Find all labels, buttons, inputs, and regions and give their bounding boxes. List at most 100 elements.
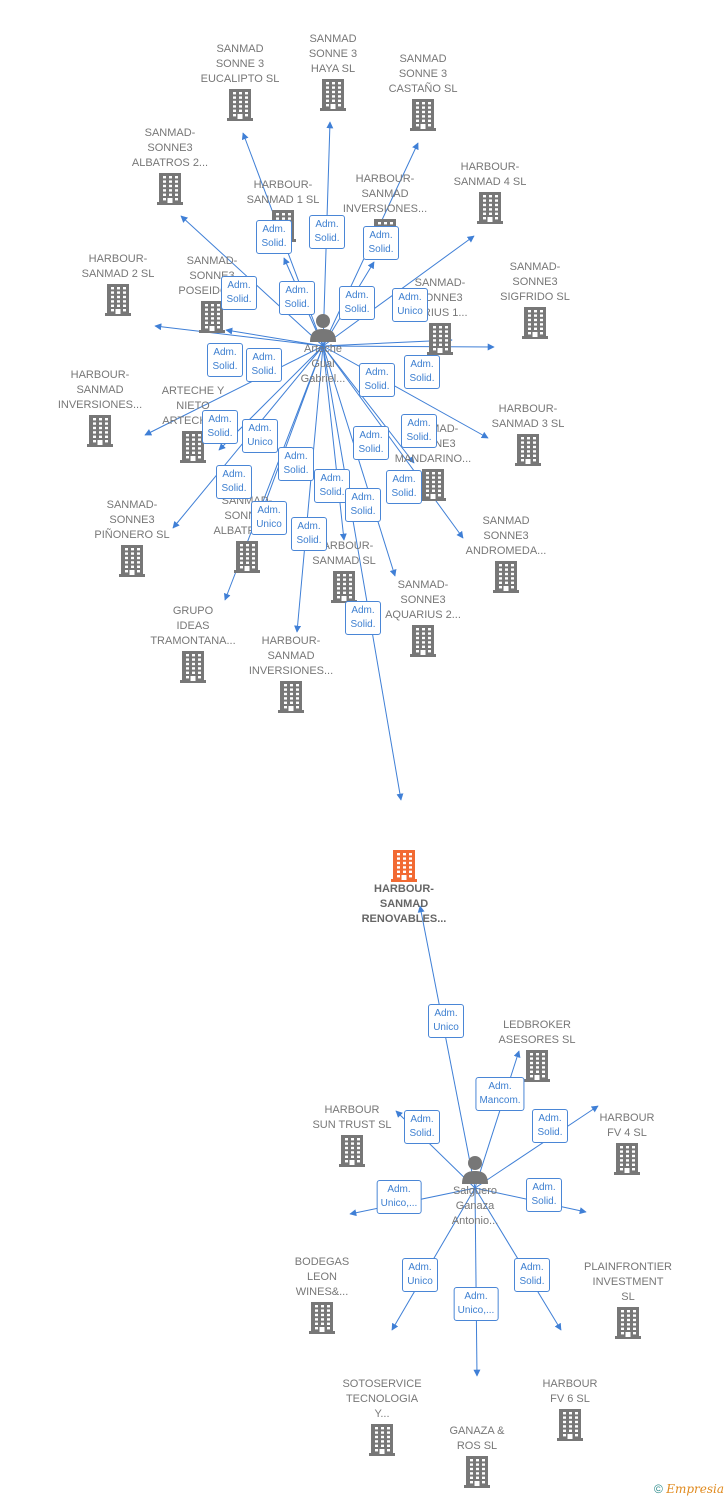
- company-node-c-andromeda[interactable]: SANMAD SONNE3 ANDROMEDA...: [441, 514, 571, 593]
- building-icon: [563, 1305, 693, 1339]
- company-node-c-hsinv2[interactable]: HARBOUR- SANMAD INVERSIONES...: [35, 368, 165, 447]
- footer-brand[interactable]: © Empresia: [654, 1482, 724, 1496]
- relation-role-label[interactable]: Adm. Unico,...: [453, 1287, 499, 1321]
- company-node-c-sigfrido[interactable]: SANMAD- SONNE3 SIGFRIDO SL: [470, 260, 600, 339]
- building-icon: [470, 305, 600, 339]
- building-icon: [505, 1407, 635, 1441]
- company-node-c-hs4[interactable]: HARBOUR- SANMAD 4 SL: [425, 160, 555, 224]
- building-icon: [287, 1133, 417, 1167]
- company-node-c-renovables[interactable]: HARBOUR- SANMAD RENOVABLES...: [339, 848, 469, 927]
- relation-edge: [154, 323, 324, 347]
- relation-role-label[interactable]: Adm. Solid.: [386, 470, 422, 504]
- company-node-c-hs2[interactable]: HARBOUR- SANMAD 2 SL: [53, 252, 183, 316]
- company-node-c-hs3[interactable]: HARBOUR- SANMAD 3 SL: [463, 402, 593, 466]
- relation-role-label[interactable]: Adm. Solid.: [279, 281, 315, 315]
- relation-role-label[interactable]: Adm. Solid.: [359, 363, 395, 397]
- building-icon: [279, 569, 409, 603]
- relation-role-label[interactable]: Adm. Solid.: [514, 1258, 550, 1292]
- relation-role-label[interactable]: Adm. Solid.: [526, 1178, 562, 1212]
- building-icon: [268, 77, 398, 111]
- relation-role-label[interactable]: Adm. Solid.: [401, 414, 437, 448]
- relation-role-label[interactable]: Adm. Solid.: [216, 465, 252, 499]
- company-node-c-castano[interactable]: SANMAD SONNE 3 CASTAÑO SL: [358, 52, 488, 131]
- relation-edge: [294, 345, 324, 633]
- building-icon: [128, 649, 258, 683]
- relation-role-label[interactable]: Adm. Solid.: [532, 1109, 568, 1143]
- building-icon: [128, 429, 258, 463]
- company-label: ARTECHE Y NIETO ARTECHE...: [161, 385, 225, 427]
- company-node-c-bodegas[interactable]: BODEGAS LEON WINES&...: [257, 1255, 387, 1334]
- relation-role-label[interactable]: Adm. Solid.: [278, 447, 314, 481]
- building-icon: [317, 1422, 447, 1456]
- building-icon: [441, 559, 571, 593]
- company-node-c-fv6[interactable]: HARBOUR FV 6 SL: [505, 1377, 635, 1441]
- company-node-c-haya[interactable]: SANMAD SONNE 3 HAYA SL: [268, 32, 398, 111]
- relation-edge: [473, 1187, 481, 1377]
- company-label: HARBOUR- SANMAD 3 SL: [491, 403, 565, 430]
- company-label: BODEGAS LEON WINES&...: [294, 1256, 350, 1298]
- relation-role-label[interactable]: Adm. Solid.: [404, 1110, 440, 1144]
- company-node-c-sotoservice[interactable]: SOTOSERVICE TECNOLOGIA Y...: [317, 1377, 447, 1456]
- company-node-c-aquarius[interactable]: SANMAD- SONNE3 AQUARIUS 2...: [358, 578, 488, 657]
- relation-edge: [144, 345, 324, 436]
- relation-role-label[interactable]: Adm. Solid.: [309, 215, 345, 249]
- building-icon: [358, 97, 488, 131]
- relation-edge: [322, 345, 404, 801]
- relation-role-label[interactable]: Adm. Solid.: [221, 276, 257, 310]
- company-label: SANMAD- SONNE3 POSEIDON...: [178, 255, 246, 297]
- relation-role-label[interactable]: Adm. Solid.: [207, 343, 243, 377]
- company-node-c-fv4[interactable]: HARBOUR FV 4 SL: [562, 1111, 692, 1175]
- relation-role-label[interactable]: Adm. Unico,...: [376, 1180, 422, 1214]
- relation-role-label[interactable]: Adm. Mancom.: [475, 1077, 525, 1111]
- building-icon: [472, 1048, 602, 1082]
- relation-role-label[interactable]: Adm. Unico: [251, 501, 287, 535]
- relation-edge: [322, 345, 489, 439]
- person-label: Salguero Ganaza Antonio...: [451, 1185, 499, 1227]
- building-icon: [425, 190, 555, 224]
- company-label: SANMAD- SONNE3 ALBATROS 2...: [131, 127, 209, 169]
- company-label: SANMAD- SONNE3 PIÑONERO SL: [94, 499, 170, 541]
- company-node-c-hsinv3[interactable]: HARBOUR- SANMAD INVERSIONES...: [226, 634, 356, 713]
- company-label: HARBOUR- SANMAD 1 SL: [246, 179, 320, 206]
- building-icon: [358, 623, 488, 657]
- company-node-c-hssl[interactable]: HARBOUR- SANMAD SL: [279, 539, 409, 603]
- company-label: HARBOUR- SANMAD INVERSIONES...: [248, 635, 334, 677]
- relation-edge: [225, 327, 324, 347]
- relation-role-label[interactable]: Adm. Unico: [428, 1004, 464, 1038]
- company-node-c-albatros2[interactable]: SANMAD- SONNE3 ALBATROS 2...: [105, 126, 235, 205]
- relation-role-label[interactable]: Adm. Solid.: [404, 355, 440, 389]
- company-label: HARBOUR FV 4 SL: [599, 1112, 655, 1139]
- person-node-p-salguero[interactable]: Salguero Ganaza Antonio...: [410, 1154, 540, 1229]
- company-node-c-pinonero[interactable]: SANMAD- SONNE3 PIÑONERO SL: [67, 498, 197, 577]
- relation-role-label[interactable]: Adm. Solid.: [353, 426, 389, 460]
- company-node-c-arteche[interactable]: ARTECHE Y NIETO ARTECHE...: [128, 384, 258, 463]
- company-node-c-ganaza[interactable]: GANAZA & ROS SL: [412, 1424, 542, 1488]
- relation-role-label[interactable]: Adm. Solid.: [363, 226, 399, 260]
- relation-role-label[interactable]: Adm. Solid.: [314, 469, 350, 503]
- company-node-c-plainfrontier[interactable]: PLAINFRONTIER INVESTMENT SL: [563, 1260, 693, 1339]
- relation-role-label[interactable]: Adm. Solid.: [345, 488, 381, 522]
- relation-role-label[interactable]: Adm. Solid.: [246, 348, 282, 382]
- relation-role-label[interactable]: Adm. Solid.: [291, 517, 327, 551]
- relation-role-label[interactable]: Adm. Unico: [242, 419, 278, 453]
- company-node-c-tramontana[interactable]: GRUPO IDEAS TRAMONTANA...: [128, 604, 258, 683]
- relation-role-label[interactable]: Adm. Solid.: [345, 601, 381, 635]
- relation-role-label[interactable]: Adm. Solid.: [202, 410, 238, 444]
- company-label: SANMAD SONNE3 ANDROMEDA...: [465, 515, 547, 557]
- building-icon: [412, 1454, 542, 1488]
- company-label: HARBOUR- SANMAD 2 SL: [81, 253, 155, 280]
- company-label: GRUPO IDEAS TRAMONTANA...: [150, 605, 236, 647]
- company-label: SANMAD SONNE 3 CASTAÑO SL: [388, 53, 458, 95]
- relation-role-label[interactable]: Adm. Solid.: [339, 286, 375, 320]
- person-node-p-arteche[interactable]: Arteche Gual Gabriel...: [258, 312, 388, 387]
- relation-edge: [474, 1050, 521, 1189]
- company-node-c-eucalipto[interactable]: SANMAD SONNE 3 EUCALIPTO SL: [175, 42, 305, 121]
- company-node-c-suntrust[interactable]: HARBOUR SUN TRUST SL: [287, 1103, 417, 1167]
- company-node-c-ledbroker[interactable]: LEDBROKER ASESORES SL: [472, 1018, 602, 1082]
- relation-role-label[interactable]: Adm. Solid.: [256, 220, 292, 254]
- relation-role-label[interactable]: Adm. Unico: [402, 1258, 438, 1292]
- company-label: HARBOUR SUN TRUST SL: [312, 1104, 392, 1131]
- building-icon: [463, 432, 593, 466]
- relation-role-label[interactable]: Adm. Unico: [392, 288, 428, 322]
